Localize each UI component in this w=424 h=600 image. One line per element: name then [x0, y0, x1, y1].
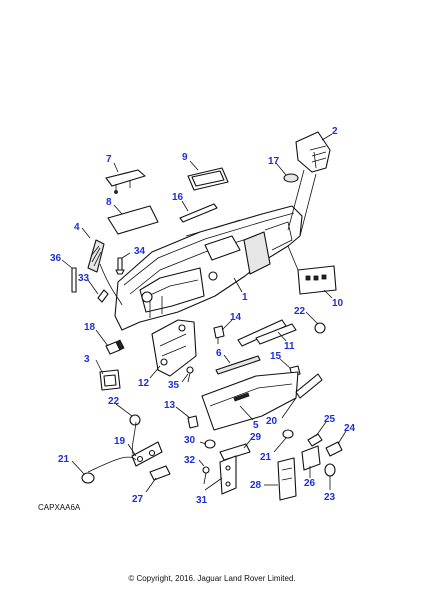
callout-1: 1 — [242, 292, 248, 303]
bulb-holder — [325, 441, 343, 457]
switch-panel — [287, 245, 337, 295]
trim-clip — [97, 289, 109, 303]
callout-15: 15 — [270, 351, 282, 362]
callout-22-lower: 22 — [108, 396, 120, 407]
callout-29: 29 — [250, 432, 262, 443]
callout-leaders — [61, 133, 347, 493]
callout-5: 5 — [253, 420, 259, 431]
callout-12: 12 — [138, 378, 150, 389]
lever — [219, 443, 251, 461]
screw — [115, 257, 125, 275]
trim-strip — [179, 203, 218, 223]
striker-bracket — [277, 457, 297, 501]
callout-19: 19 — [114, 436, 126, 447]
callout-13: 13 — [164, 400, 176, 411]
handle — [149, 465, 171, 481]
callout-22-upper: 22 — [294, 306, 306, 317]
callout-23: 23 — [324, 492, 336, 503]
cap-lower — [129, 414, 141, 426]
callout-18: 18 — [84, 322, 96, 333]
dashboard-fascia — [114, 205, 303, 331]
callout-31: 31 — [196, 495, 208, 506]
rod — [215, 355, 261, 375]
callout-3: 3 — [84, 354, 90, 365]
side-vent-housing — [287, 131, 331, 237]
callout-11: 11 — [284, 341, 295, 352]
parts-artwork — [71, 131, 343, 501]
speaker-grille — [87, 239, 105, 273]
callout-21-right: 21 — [260, 452, 272, 463]
cover-panel — [107, 205, 159, 235]
support-bracket — [151, 319, 197, 377]
callout-21-left: 21 — [58, 454, 70, 465]
callout-32: 32 — [184, 455, 196, 466]
trim-ring — [187, 167, 229, 191]
square-bezel — [99, 369, 121, 391]
lock-unit — [301, 445, 321, 471]
callout-24: 24 — [344, 423, 356, 434]
callout-2: 2 — [332, 126, 338, 137]
callout-30: 30 — [184, 435, 196, 446]
cap-right — [282, 429, 294, 439]
callout-16: 16 — [172, 192, 184, 203]
latch — [187, 415, 199, 429]
callout-33: 33 — [78, 273, 90, 284]
screw-35 — [186, 366, 194, 383]
callout-6: 6 — [216, 348, 222, 359]
bulb — [324, 463, 336, 477]
callout-35: 35 — [168, 380, 180, 391]
callout-labels: 1 2 3 4 5 6 7 8 9 10 11 12 13 14 15 16 1… — [50, 126, 356, 506]
latch-plate — [131, 441, 163, 467]
callout-7: 7 — [106, 154, 112, 165]
callout-27: 27 — [132, 494, 144, 505]
callout-17: 17 — [268, 156, 280, 167]
glovebox — [201, 371, 299, 431]
cap-upper — [314, 322, 326, 334]
round-plug — [283, 173, 299, 183]
cap-left — [81, 472, 95, 484]
callout-4: 4 — [74, 222, 80, 233]
lamp-switch — [307, 433, 323, 447]
callout-26: 26 — [304, 478, 316, 489]
copyright-notice: © Copyright, 2016. Jaguar Land Rover Lim… — [128, 574, 296, 583]
callout-20: 20 — [266, 416, 278, 427]
callout-34: 34 — [134, 246, 146, 257]
callout-8: 8 — [106, 197, 112, 208]
callout-28: 28 — [250, 480, 262, 491]
callout-10: 10 — [332, 298, 344, 309]
callout-14: 14 — [230, 312, 242, 323]
bumper — [204, 439, 216, 449]
callout-9: 9 — [182, 152, 188, 163]
callout-25: 25 — [324, 414, 336, 425]
long-bracket — [237, 319, 297, 347]
drawing-code: CAPXAA6A — [38, 503, 81, 512]
side-strip — [71, 267, 77, 293]
grab-handle — [105, 169, 146, 194]
mounting-plate — [219, 455, 237, 495]
connector — [105, 339, 125, 355]
hinge-link — [295, 373, 323, 399]
retaining-clip — [213, 325, 225, 344]
callout-36: 36 — [50, 253, 62, 264]
screw-32 — [202, 466, 210, 485]
